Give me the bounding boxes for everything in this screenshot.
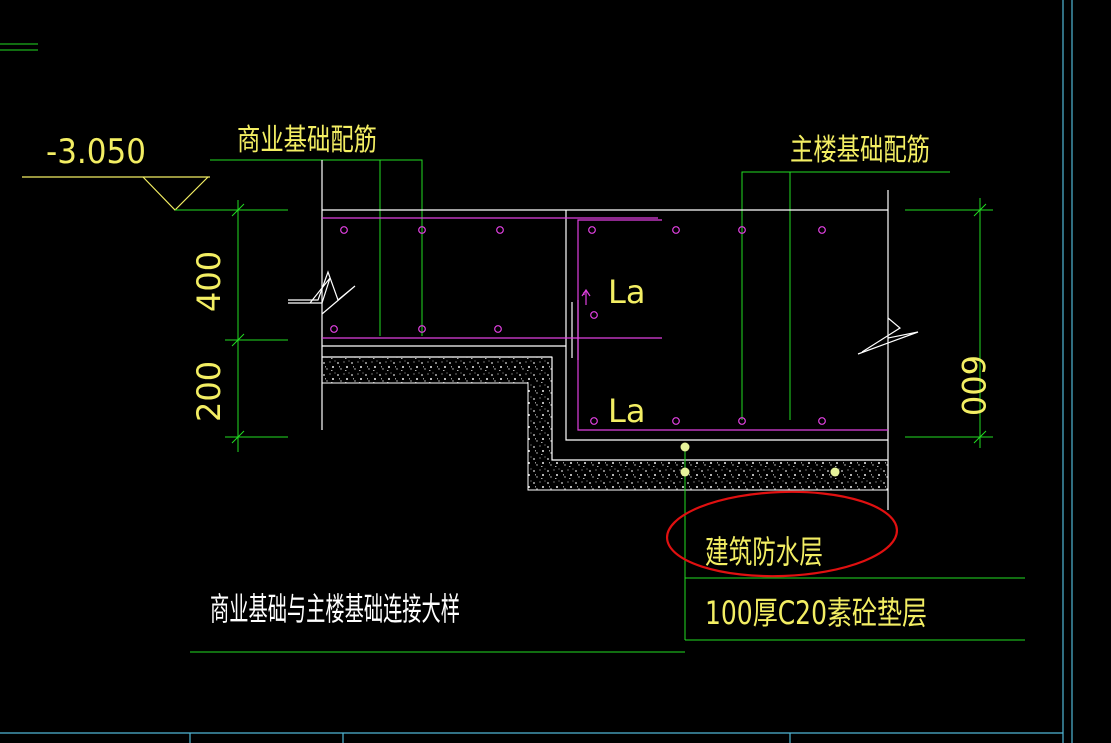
dimension-600: 600 [954, 355, 992, 416]
left-rebar-leader [210, 159, 423, 336]
left-rebar-label: 商业基础配筋 [237, 123, 377, 158]
left-dimension-line [225, 200, 288, 452]
waterproof-layer-label: 建筑防水层 [705, 533, 823, 571]
right-rebar-label: 主楼基础配筋 [790, 133, 930, 168]
viewport-frame [0, 0, 1073, 743]
rebar-lines [322, 217, 888, 431]
rebar-dots [330, 226, 826, 425]
red-markup-circle [665, 490, 899, 578]
break-symbol-left [288, 270, 356, 315]
anchor-length-bottom: La [608, 392, 645, 430]
anchor-length-top: La [608, 273, 645, 311]
detail-title: 商业基础与主楼基础连接大样 [210, 590, 460, 628]
anchor-arrow [581, 288, 591, 305]
right-rebar-leader [741, 171, 950, 420]
callout-points [680, 442, 840, 477]
callout-leader [684, 447, 1025, 641]
break-symbol-right [857, 331, 919, 355]
dimension-400: 400 [190, 251, 228, 312]
foundation-outline [321, 160, 889, 510]
corner-marker [0, 43, 38, 51]
break-symbol-right-2 [861, 317, 902, 353]
elevation-value: -3.050 [46, 132, 146, 172]
cushion-layer-label: 100厚C20素砼垫层 [705, 594, 927, 632]
elevation-marker [22, 176, 288, 211]
concrete-cushion-layer [321, 356, 889, 491]
right-dimension-line [905, 198, 993, 448]
dimension-200: 200 [190, 361, 228, 422]
